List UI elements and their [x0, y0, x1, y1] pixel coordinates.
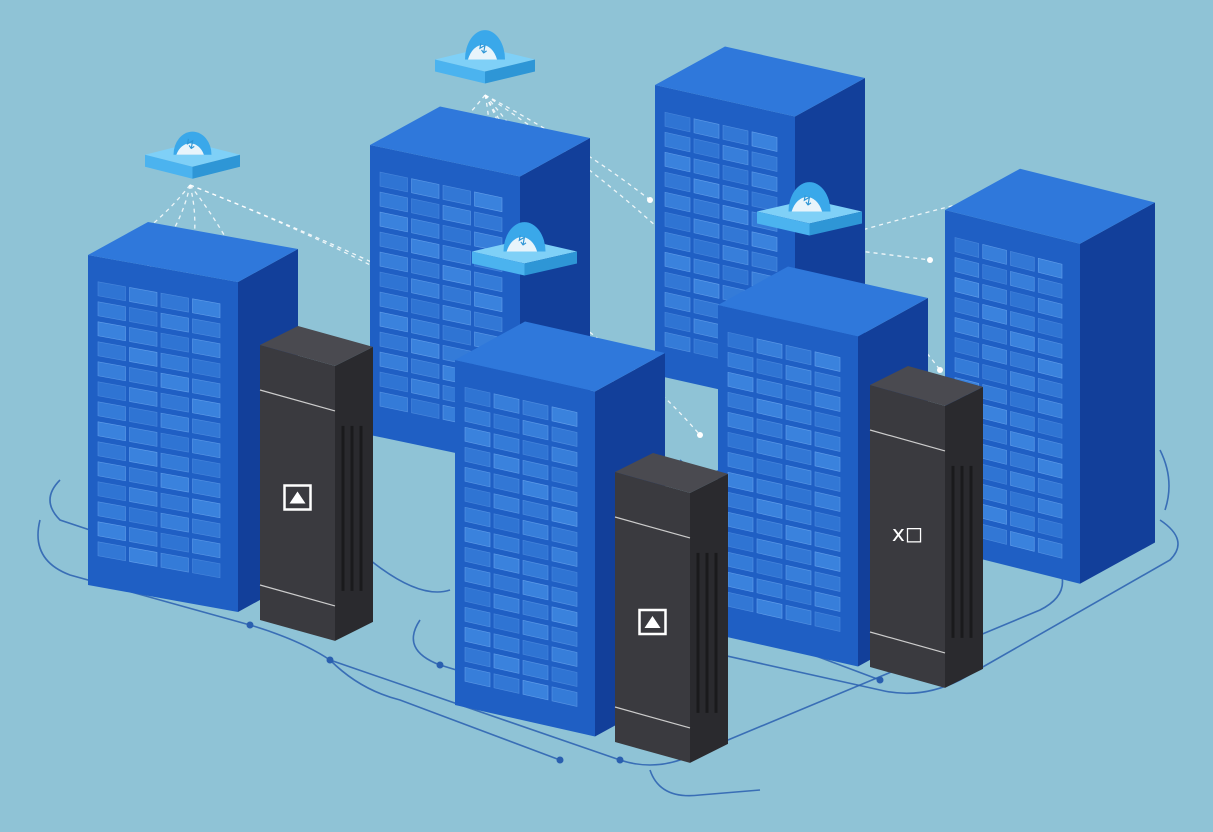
storage-device: x◻ [869, 366, 983, 688]
cloud-node-icon: ↯ [145, 131, 240, 179]
cloud-node-icon: ↯ [472, 222, 577, 276]
svg-text:↯: ↯ [477, 42, 489, 58]
device-label: x◻ [892, 522, 923, 547]
storage-device [614, 453, 728, 763]
cloud-node-icon: ↯ [757, 182, 862, 236]
storage-device [259, 326, 373, 641]
svg-text:↯: ↯ [802, 194, 814, 210]
svg-text:↯: ↯ [185, 137, 197, 153]
device-badge-icon [283, 484, 312, 511]
device-badge-icon [638, 608, 667, 636]
cloud-node-icon: ↯ [435, 30, 535, 84]
server-objects: ↯ ↯ ↯ ↯ x◻ [88, 30, 1155, 763]
svg-text:↯: ↯ [517, 234, 529, 250]
